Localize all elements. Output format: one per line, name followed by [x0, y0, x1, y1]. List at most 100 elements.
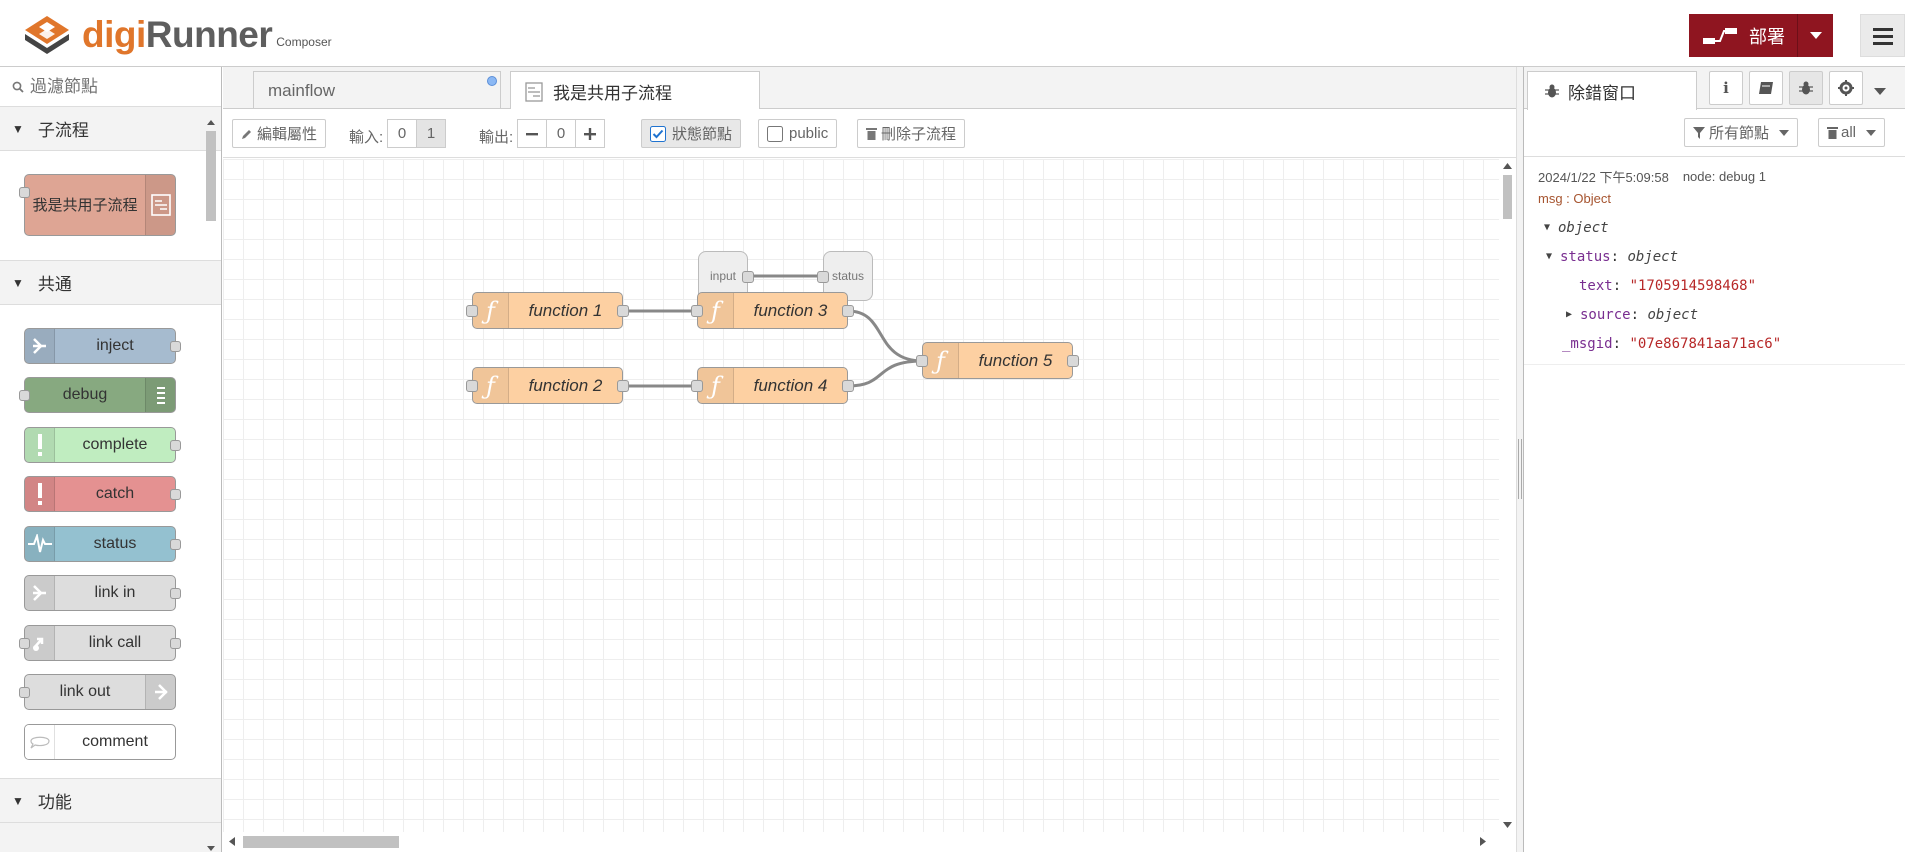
- public-toggle[interactable]: public: [758, 119, 838, 148]
- minus-icon: [526, 132, 538, 135]
- output-port[interactable]: [617, 380, 629, 392]
- palette-node-link-in[interactable]: link in: [24, 575, 181, 611]
- input-port[interactable]: [691, 305, 703, 317]
- status-node-toggle[interactable]: 狀態節點: [641, 119, 742, 148]
- trash-icon: [866, 128, 877, 140]
- link-out-icon: [145, 675, 175, 709]
- palette-search-input[interactable]: [30, 76, 210, 97]
- debug-topic: msg : Object: [1538, 190, 1611, 206]
- tree-row-msgid[interactable]: _msgid: "07e867841aa71ac6": [1562, 335, 1782, 352]
- input-port[interactable]: [817, 271, 829, 283]
- palette-node-link-out[interactable]: link out: [19, 674, 176, 710]
- info-tab-button[interactable]: i: [1709, 71, 1743, 105]
- logo: digiRunner Composer: [22, 14, 332, 56]
- pencil-icon: [242, 129, 251, 139]
- palette-node-complete[interactable]: complete: [24, 427, 181, 463]
- palette-node-subflow[interactable]: 我是共用子流程: [19, 174, 176, 236]
- palette-node-inject[interactable]: inject: [24, 328, 181, 364]
- input-port[interactable]: [691, 380, 703, 392]
- info-icon: i: [1723, 79, 1729, 97]
- dropdown-label: all: [1841, 124, 1857, 141]
- deploy-button[interactable]: 部署: [1689, 14, 1833, 57]
- category-common[interactable]: ▼ 共通: [0, 261, 221, 305]
- palette-node-debug[interactable]: debug: [19, 377, 176, 413]
- debug-node-link[interactable]: node: debug 1: [1682, 168, 1766, 184]
- input-port: [19, 638, 30, 649]
- trash-icon: [1827, 127, 1838, 139]
- palette-node-catch[interactable]: catch: [24, 476, 181, 512]
- input-option-1[interactable]: 1: [416, 119, 446, 148]
- input-port: [19, 390, 30, 401]
- clear-debug-dropdown[interactable]: all: [1818, 118, 1886, 147]
- input-port[interactable]: [916, 355, 928, 367]
- edit-properties-button[interactable]: 編輯屬性: [232, 119, 327, 148]
- palette-node-link-call[interactable]: link call: [19, 625, 181, 661]
- function-node-4[interactable]: ƒ function 4: [691, 367, 854, 404]
- output-port: [170, 638, 181, 649]
- caret-down-icon: [1866, 129, 1877, 136]
- output-port[interactable]: [842, 305, 854, 317]
- deploy-options-button[interactable]: [1797, 14, 1833, 57]
- canvas-vertical-scrollbar[interactable]: [1499, 159, 1516, 832]
- debug-tab-button[interactable]: [1789, 71, 1823, 105]
- node-label: function 1: [528, 300, 603, 320]
- sidebar-tabs-menu-button[interactable]: [1874, 83, 1886, 101]
- tab-subflow[interactable]: 我是共用子流程: [510, 71, 760, 111]
- output-port[interactable]: [842, 380, 854, 392]
- tab-label: 我是共用子流程: [553, 84, 672, 103]
- chevron-down-icon: ▼: [12, 793, 24, 808]
- tree-row-source[interactable]: ▶ source: object: [1566, 306, 1699, 323]
- tab-mainflow[interactable]: mainflow: [253, 71, 501, 110]
- input-port[interactable]: [466, 380, 478, 392]
- caret-down-icon: [1809, 31, 1822, 39]
- palette-node-status[interactable]: status: [24, 526, 181, 562]
- sidebar-tabs: 除錯窗口 i: [1524, 67, 1905, 110]
- node-label: function 2: [528, 375, 603, 395]
- delete-subflow-button[interactable]: 刪除子流程: [857, 119, 966, 148]
- button-label: 狀態節點: [672, 126, 733, 143]
- dropdown-label: 所有節點: [1709, 125, 1770, 142]
- tree-row-text[interactable]: text: "1705914598468": [1579, 277, 1757, 294]
- config-tab-button[interactable]: [1829, 71, 1863, 105]
- function-node-1[interactable]: ƒ function 1: [466, 292, 629, 329]
- input-option-0[interactable]: 0: [387, 119, 417, 148]
- debug-icon: [145, 378, 175, 412]
- exclamation-icon: [25, 428, 55, 462]
- main-menu-button[interactable]: [1860, 14, 1905, 57]
- tab-label: mainflow: [268, 81, 336, 100]
- outputs-decrement-button[interactable]: [517, 119, 547, 148]
- chevron-down-icon: ▼: [12, 275, 24, 290]
- bug-icon: [1545, 84, 1559, 98]
- subflow-icon: [145, 175, 175, 235]
- output-port[interactable]: [742, 271, 754, 283]
- output-port[interactable]: [1067, 355, 1079, 367]
- workspace: mainflow 我是共用子流程 編輯屬性 輸入: 0 1 輸出: 0 狀態節點: [223, 67, 1516, 852]
- category-function[interactable]: ▼ 功能: [0, 779, 221, 823]
- category-label: 共通: [37, 275, 72, 294]
- caret-down-icon: ▼: [1544, 222, 1551, 233]
- output-port[interactable]: [617, 305, 629, 317]
- caret-down-icon: [1779, 129, 1790, 136]
- sidebar-separator[interactable]: [1516, 67, 1523, 852]
- tree-row-root[interactable]: ▼ object: [1524, 213, 1905, 242]
- category-subflow[interactable]: ▼ 子流程: [0, 107, 221, 151]
- drag-handle[interactable]: [1518, 439, 1522, 499]
- function-node-5[interactable]: ƒ function 5: [916, 342, 1079, 379]
- outputs-increment-button[interactable]: [575, 119, 605, 148]
- debug-filter-dropdown[interactable]: 所有節點: [1684, 118, 1799, 147]
- function-node-2[interactable]: ƒ function 2: [466, 367, 629, 404]
- brand-sub: Composer: [276, 35, 332, 49]
- tree-row-status[interactable]: ▼ status: object: [1546, 248, 1679, 265]
- function-node-3[interactable]: ƒ function 3: [691, 292, 854, 329]
- palette-node-comment[interactable]: comment: [24, 724, 176, 760]
- tree-value: "07e867841aa71ac6": [1629, 335, 1782, 352]
- palette-scrollbar[interactable]: [204, 119, 218, 852]
- tab-debug[interactable]: 除錯窗口: [1527, 71, 1697, 110]
- canvas-horizontal-scrollbar[interactable]: [223, 832, 1499, 852]
- tree-key: status: [1560, 248, 1611, 265]
- flow-canvas[interactable]: input status ƒ function 1 ƒ function 2 ƒ…: [223, 159, 1499, 832]
- help-tab-button[interactable]: [1749, 71, 1783, 105]
- debug-message-meta: 2024/1/22 下午5:09:58 node: debug 1: [1524, 165, 1905, 187]
- plus-icon: [584, 127, 596, 140]
- input-port[interactable]: [466, 305, 478, 317]
